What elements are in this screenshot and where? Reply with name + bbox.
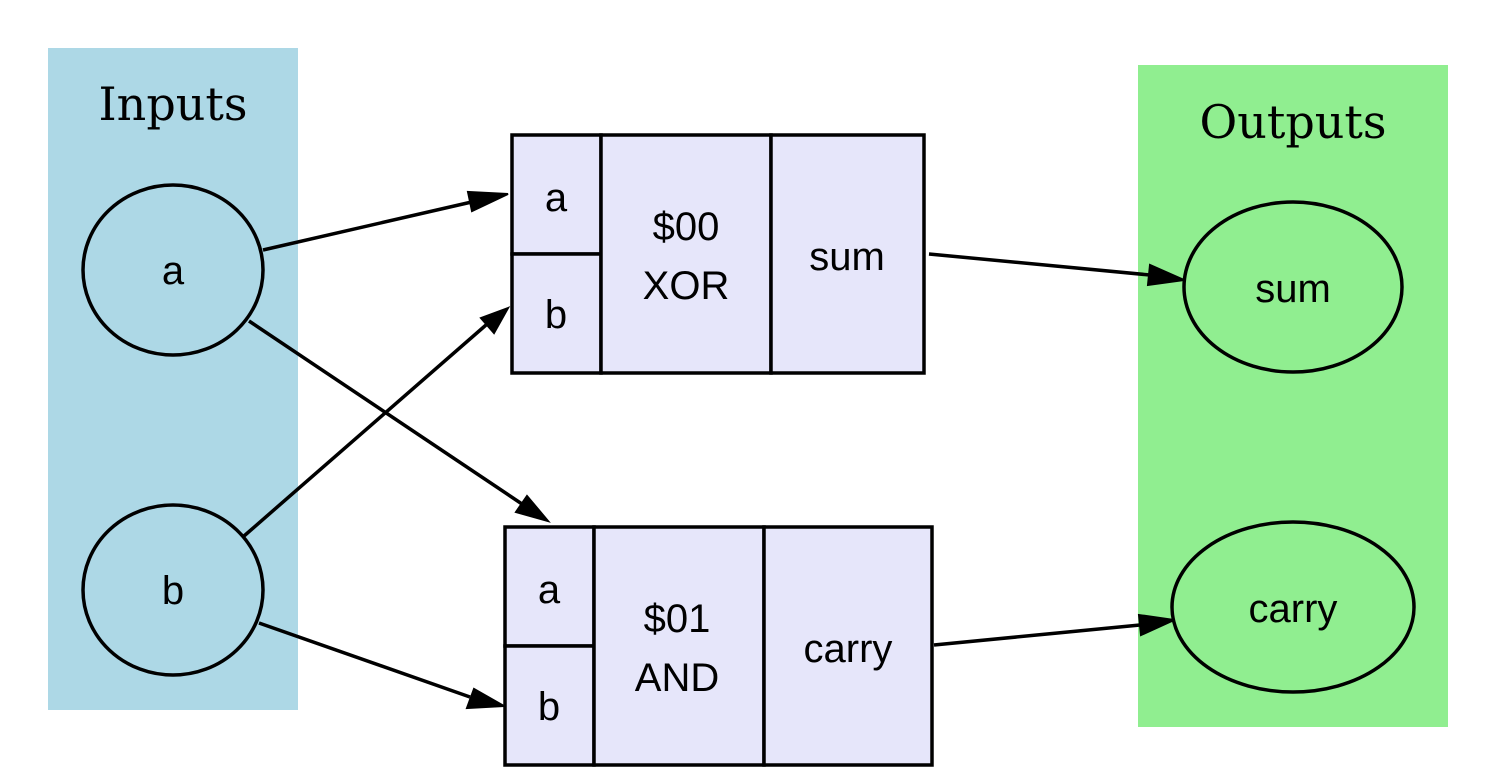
output-node-sum: sum — [1182, 200, 1404, 374]
gate-xor-output-label: sum — [809, 235, 885, 279]
gate-xor-output-cell — [769, 133, 926, 375]
inputs-cluster-title: Inputs — [99, 77, 248, 131]
gate-and-port-b-cell — [503, 644, 596, 767]
gate-and: a b $01 AND carry — [503, 525, 934, 767]
input-node-b: b — [81, 503, 265, 677]
gate-xor-op-cell — [599, 133, 773, 375]
gate-xor-address-label: $00 — [653, 205, 720, 249]
edge-xor-sum-to-sum — [928, 252, 1151, 277]
arrowhead-and-carry-to-carry — [1137, 613, 1178, 637]
output-node-carry-shape — [1170, 520, 1416, 694]
edge-and-carry-to-carry — [933, 623, 1141, 647]
edge-b-to-and-b — [258, 621, 471, 699]
arrowhead-a-to-and — [514, 494, 551, 523]
gate-xor: a b $00 XOR sum — [510, 133, 926, 375]
edge-b-to-xor-b — [242, 323, 488, 538]
arrowhead-b-to-xor-b — [479, 306, 511, 335]
gate-and-address-label: $01 — [644, 597, 711, 641]
gate-and-output-label: carry — [804, 627, 893, 671]
gate-xor-port-b-label: b — [545, 293, 567, 337]
gate-and-op-label: AND — [635, 656, 719, 700]
output-node-sum-shape — [1182, 200, 1404, 374]
arrowhead-xor-sum-to-sum — [1146, 263, 1188, 287]
edge-a-to-and — [248, 319, 523, 506]
input-node-a: a — [81, 183, 265, 357]
outputs-cluster-title: Outputs — [1200, 95, 1387, 149]
edges — [242, 190, 1188, 710]
input-node-a-shape — [81, 183, 265, 357]
gate-and-port-b-label: b — [538, 685, 560, 729]
gate-and-port-a-label: a — [538, 568, 561, 612]
arrowhead-a-to-xor-a — [466, 190, 509, 213]
gate-xor-port-a-label: a — [545, 176, 568, 220]
output-node-carry-label: carry — [1249, 587, 1338, 631]
gate-and-op-cell — [592, 525, 766, 767]
output-node-carry: carry — [1170, 520, 1416, 694]
gate-xor-port-a-cell — [510, 133, 603, 256]
arrowhead-b-to-and-b — [465, 687, 508, 710]
edge-a-to-xor-a — [262, 199, 477, 252]
gate-and-output-cell — [762, 525, 934, 767]
input-node-b-shape — [81, 503, 265, 677]
gate-xor-op-label: XOR — [643, 264, 730, 308]
input-node-b-label: b — [162, 569, 184, 613]
output-node-sum-label: sum — [1255, 267, 1331, 311]
input-node-a-label: a — [162, 249, 185, 293]
